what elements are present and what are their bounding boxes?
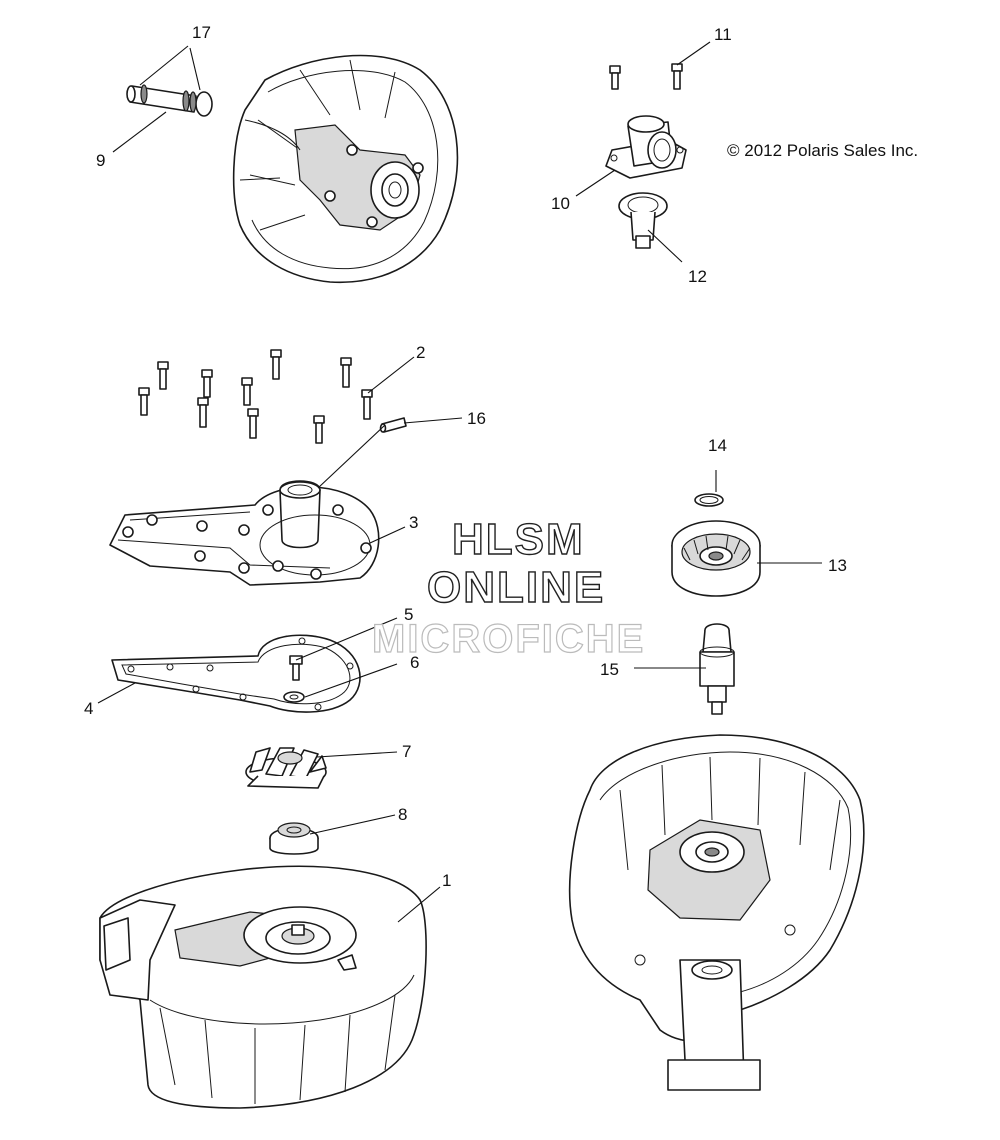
part-7-impeller (245, 747, 327, 789)
part-13-bearing (671, 520, 761, 597)
part-14-o-ring (694, 493, 724, 507)
part-2-bolts (138, 349, 373, 444)
callout-4: 4 (84, 699, 93, 718)
callout-9: 9 (96, 151, 105, 170)
bolt (671, 63, 683, 90)
callout-1: 1 (442, 871, 451, 890)
callout-15: 15 (600, 660, 619, 679)
callout-13: 13 (828, 556, 847, 575)
part-11-bolts (609, 63, 683, 90)
callout-6: 6 (410, 653, 419, 672)
watermark-line-2: ONLINE (427, 563, 605, 612)
part-12-thermostat (618, 192, 668, 249)
part-9-tube (126, 84, 213, 117)
callout-8: 8 (398, 805, 407, 824)
callout-7: 7 (402, 742, 411, 761)
copyright-text: © 2012 Polaris Sales Inc. (727, 141, 918, 160)
callout-10: 10 (551, 194, 570, 213)
callout-17: 17 (192, 23, 211, 42)
leader-lines (97, 41, 822, 923)
part-1-housing (99, 865, 427, 1109)
part-16-dowel-pin (379, 417, 407, 433)
part-15-shaft (699, 623, 735, 715)
callout-11: 11 (714, 25, 732, 44)
callout-5: 5 (404, 605, 413, 624)
part-4-gasket (111, 634, 361, 713)
watermark: HLSM ONLINE MICROFICHE (371, 514, 645, 661)
watermark-line-3: MICROFICHE (372, 617, 645, 661)
part-3-pump-cover (109, 480, 380, 586)
bolt (609, 65, 621, 90)
callout-labels: 17 9 11 10 12 2 16 3 5 6 4 7 8 1 14 13 1… (84, 23, 847, 890)
part-10-thermostat-housing (605, 115, 687, 179)
part-8-seal (269, 822, 319, 855)
upper-housing-cover (232, 54, 459, 284)
callout-12: 12 (688, 267, 707, 286)
callout-14: 14 (708, 436, 727, 455)
callout-3: 3 (409, 513, 418, 532)
lower-right-housing (568, 734, 865, 1091)
callout-2: 2 (416, 343, 425, 362)
watermark-line-1: HLSM (452, 515, 585, 564)
part-6-washer (283, 691, 305, 703)
callout-16: 16 (467, 409, 486, 428)
